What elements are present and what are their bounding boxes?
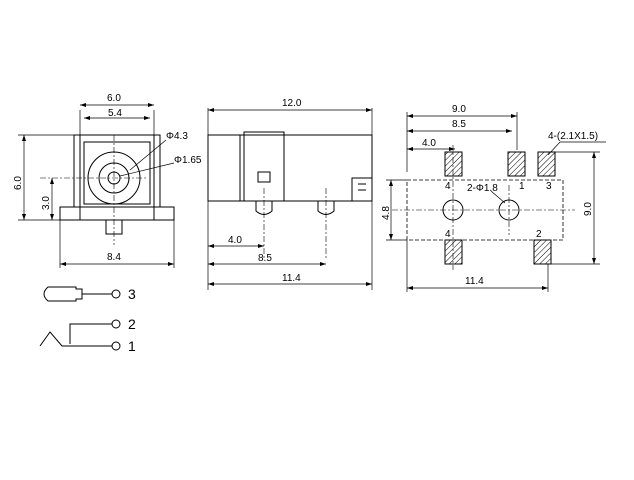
pin-label-3: 3 [128, 286, 136, 302]
pad-label-3: 3 [546, 181, 552, 192]
pad-label-4-bottom: 4 [445, 229, 451, 240]
pin-label-1: 1 [128, 338, 136, 354]
dim-height-4-8: 4.8 [381, 206, 392, 220]
pad-2 [533, 239, 552, 265]
pad-4-bottom [444, 239, 463, 265]
dim-pad-size: 4-(2.1X1.5) [548, 131, 598, 142]
dim-hole-outer: Φ4.3 [166, 131, 188, 142]
pin-label-2: 2 [128, 316, 136, 332]
pad-1 [507, 151, 526, 177]
dim-center-height: 3.0 [41, 196, 52, 210]
dim-base-width: 8.4 [107, 252, 121, 263]
pad-4-top [444, 151, 463, 177]
pad-label-1: 1 [519, 181, 525, 192]
dim-width-top: 6.0 [107, 93, 121, 104]
side-view: 12.0 4.0 8.5 11.4 [207, 98, 373, 290]
dim-width-11-4: 11.4 [465, 276, 484, 287]
schematic: 3 2 1 [39, 286, 136, 354]
dim-hole-inner: Φ1.65 [174, 155, 202, 166]
dim-base-length: 11.4 [282, 273, 301, 284]
dim-pin2-offset: 8.5 [258, 253, 272, 264]
dim-holes: 2-Φ1.8 [467, 183, 498, 194]
dim-height-9: 9.0 [583, 202, 594, 216]
pad-label-4-top: 4 [445, 181, 451, 192]
pad-label-2: 2 [536, 229, 542, 240]
dim-height: 6.0 [13, 176, 24, 190]
pad-3 [537, 151, 556, 177]
dim-span-9: 9.0 [452, 104, 466, 115]
dim-pin1-offset: 4.0 [228, 235, 242, 246]
footprint-view: 9.0 8.5 4.0 4-(2.1X1.5) 4 1 3 4 2 2-Φ1.8 [381, 104, 606, 292]
front-view: 6.0 5.4 Φ4.3 Φ1.65 6.0 [13, 93, 202, 268]
dim-span-4: 4.0 [422, 138, 436, 149]
dim-width-inner: 5.4 [108, 108, 122, 119]
dim-span-8-5: 8.5 [452, 119, 466, 130]
dim-length: 12.0 [282, 98, 302, 109]
